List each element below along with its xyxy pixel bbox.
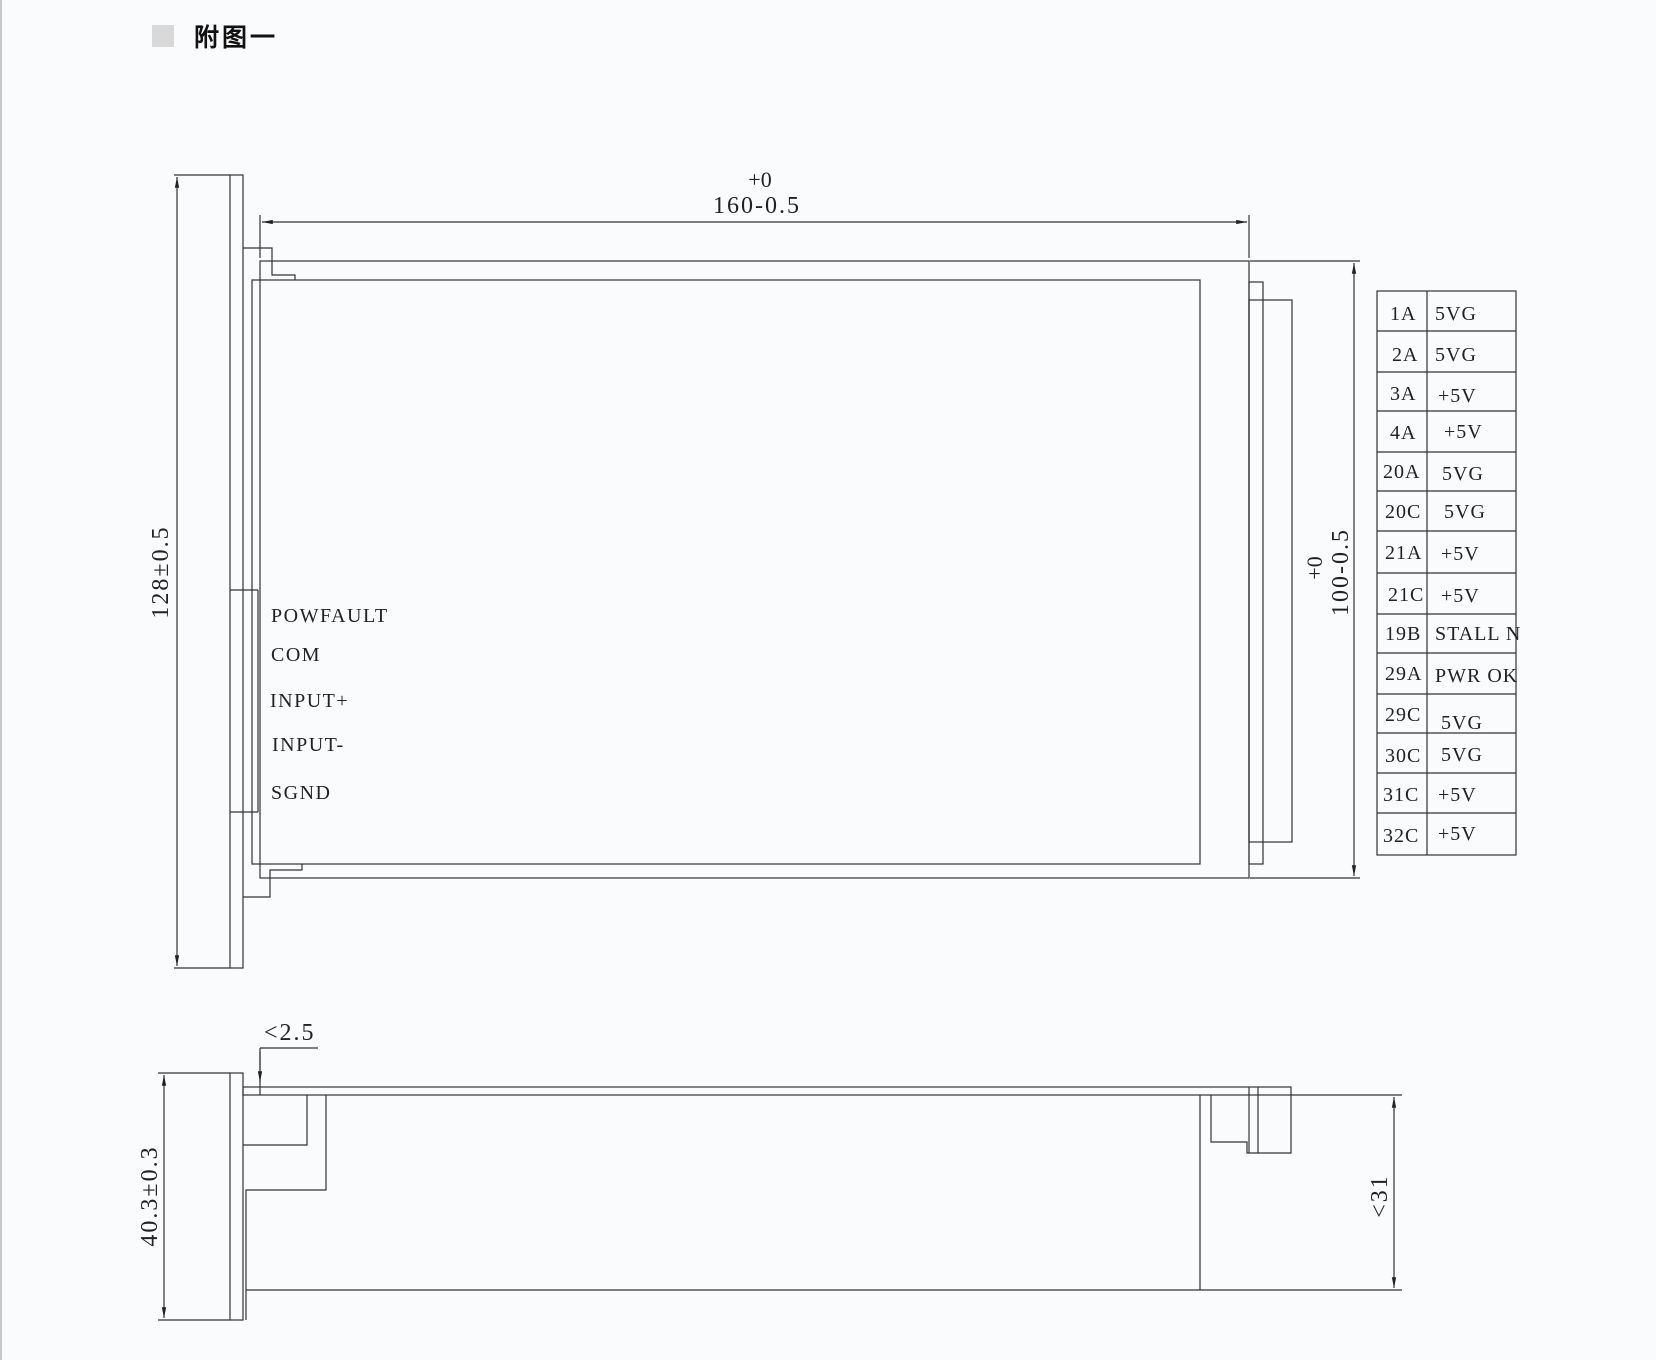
signal-cell: 5VG xyxy=(1444,501,1486,523)
signal-com: COM xyxy=(271,644,321,666)
module-body xyxy=(259,260,1250,879)
signal-labels: POWFAULT COM INPUT+ INPUT- SGND xyxy=(270,605,389,804)
width-value-label: 160-0.5 xyxy=(713,193,801,219)
signal-powfault: POWFAULT xyxy=(271,605,389,627)
inner-board xyxy=(251,279,1201,865)
pin-cell: 20C xyxy=(1385,501,1421,523)
signal-cell: +5V xyxy=(1441,585,1480,607)
signal-cell: 5VG xyxy=(1441,744,1483,766)
front-view xyxy=(229,174,1293,969)
flange-thickness-label: <2.5 xyxy=(264,1020,316,1046)
depth-dimension-left xyxy=(158,1072,230,1321)
pin-cell: 1A xyxy=(1390,303,1416,325)
pin-cell: 29C xyxy=(1385,704,1421,726)
depth-left-label: 40.3±0.3 xyxy=(137,1145,163,1246)
height-dimension-left xyxy=(174,174,230,969)
pin-cell: 30C xyxy=(1385,745,1421,767)
heading: 附图一 xyxy=(152,18,278,54)
signal-cell: 5VG xyxy=(1442,463,1484,485)
width-tolerance-label: +0 xyxy=(748,167,771,192)
pin-table-grid xyxy=(1376,290,1517,856)
signal-cell: +5V xyxy=(1438,385,1477,407)
signal-cell: 5VG xyxy=(1435,303,1477,325)
pin-table: 1A 5VG 2A 5VG 3A +5V 4A +5V 20A 5VG 20C … xyxy=(1383,303,1521,847)
signal-input-plus: INPUT+ xyxy=(270,690,349,712)
signal-cell: +5V xyxy=(1444,421,1483,443)
width-dimension xyxy=(259,215,1250,258)
heading-bullet-icon xyxy=(152,25,174,47)
height-dimension-right xyxy=(1250,260,1360,879)
signal-cell: +5V xyxy=(1441,543,1480,565)
pin-cell: 21C xyxy=(1388,584,1424,606)
height-left-label: 128±0.5 xyxy=(148,525,174,618)
side-view xyxy=(229,1072,1292,1321)
pin-cell: 31C xyxy=(1383,784,1419,806)
side-top-plate xyxy=(242,1086,1292,1096)
signal-cell: STALL N xyxy=(1435,623,1521,645)
height-right-value-label: 100-0.5 xyxy=(1328,528,1354,616)
signal-cell: 5VG xyxy=(1435,344,1477,366)
signal-cell: +5V xyxy=(1438,823,1477,845)
edge-connector xyxy=(1248,299,1293,843)
pin-cell: 21A xyxy=(1385,542,1422,564)
pin-cell: 20A xyxy=(1383,461,1420,483)
depth-dimension-right xyxy=(1200,1094,1402,1291)
pin-cell: 29A xyxy=(1385,663,1422,685)
height-right-tolerance-label: +0 xyxy=(1302,556,1327,579)
flange-dimension xyxy=(257,1047,318,1095)
depth-right-label: <31 xyxy=(1367,1174,1393,1218)
pin-cell: 3A xyxy=(1390,383,1416,405)
pin-cell: 19B xyxy=(1385,623,1421,645)
signal-cell: +5V xyxy=(1438,784,1477,806)
heading-title: 附图一 xyxy=(194,23,279,52)
front-panel xyxy=(229,174,244,969)
signal-cell: 5VG xyxy=(1441,712,1483,734)
signal-sgnd: SGND xyxy=(271,782,331,804)
signal-cell: PWR OK xyxy=(1435,665,1518,687)
pin-cell: 4A xyxy=(1390,422,1416,444)
pin-cell: 32C xyxy=(1383,825,1419,847)
side-front-panel xyxy=(229,1072,244,1321)
pin-cell: 2A xyxy=(1392,344,1418,366)
signal-input-minus: INPUT- xyxy=(272,734,345,756)
